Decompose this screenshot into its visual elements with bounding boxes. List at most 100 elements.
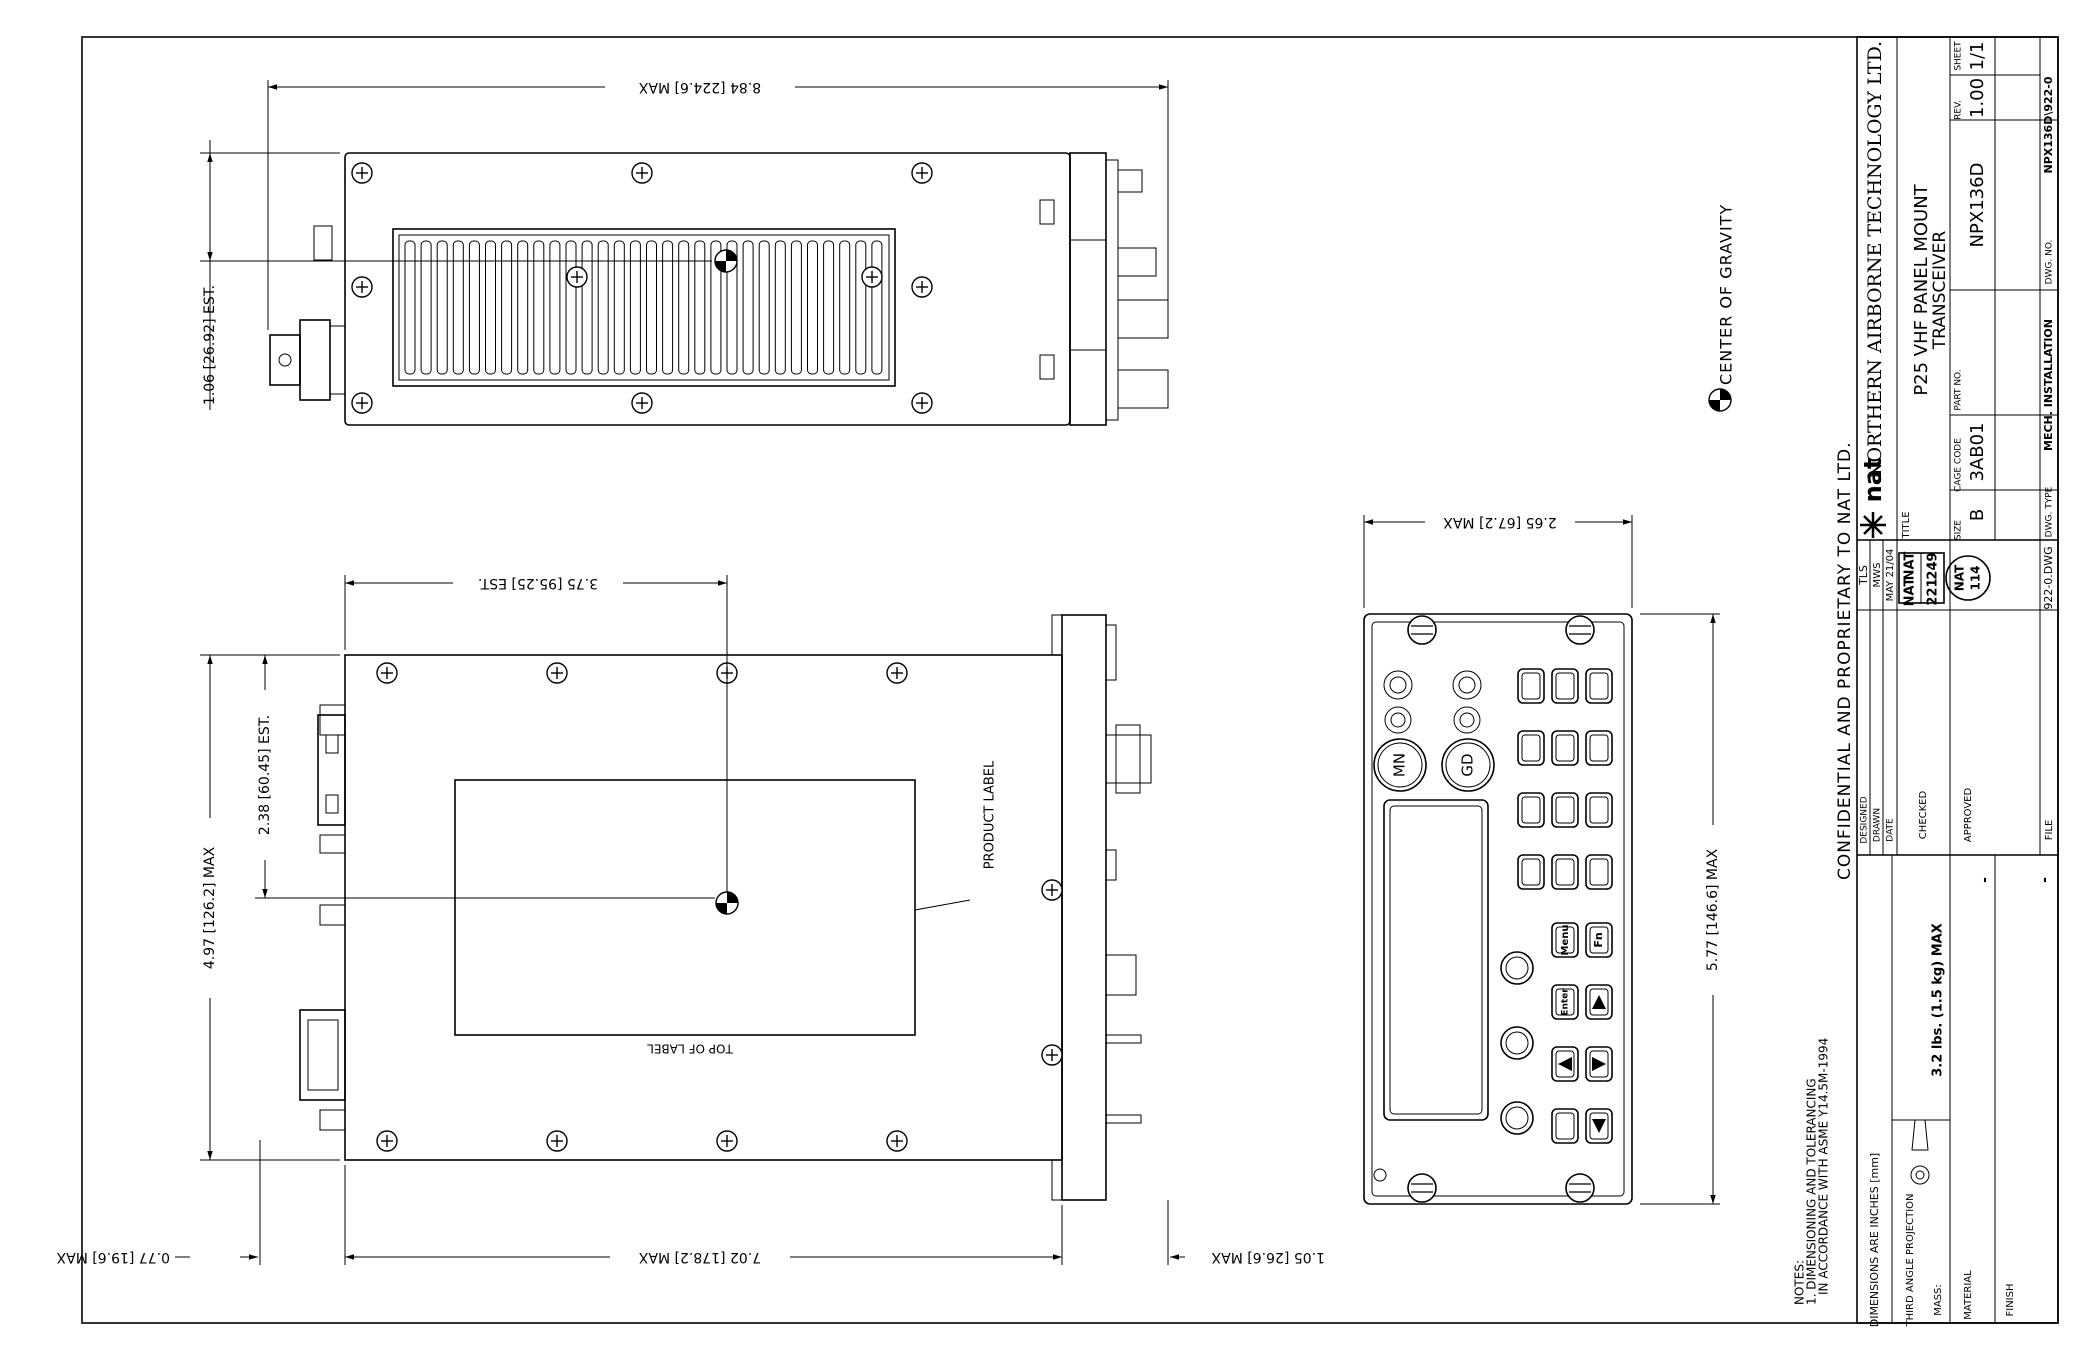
checked-stamp-1: NAT [1903, 577, 1918, 606]
material-value: - [1977, 877, 1993, 883]
dwg-type-value: MECH. INSTALLATION [2042, 319, 2055, 451]
title-line-2: TRANSCEIVER [1930, 231, 1950, 351]
dwg-no-value: NPX136D\922-0 [2042, 76, 2055, 173]
gd-knob[interactable] [1441, 738, 1495, 792]
fn-key[interactable]: Fn [1592, 932, 1605, 947]
designed-value: TLS [1857, 565, 1870, 586]
approved-label: APPROVED [1963, 787, 1974, 842]
arrow-down-icon[interactable] [1592, 1119, 1606, 1133]
gd-knob-label: GD [1459, 753, 1477, 776]
dim-side-cg-height: 2.38 [60.45] EST. [257, 715, 273, 835]
notes-title: NOTES: [1793, 1260, 1807, 1305]
heatsink-fin [517, 240, 529, 375]
front-view: MN GD Menu Fn Enter [1363, 511, 1724, 1205]
checked-label: CHECKED [1918, 791, 1929, 840]
file-value: 922-0.DWG [2042, 546, 2055, 609]
checked-stamp-4: 249 [1926, 552, 1941, 579]
dim-side-length: 7.02 [178.2] MAX [638, 1249, 761, 1265]
arrow-up-icon[interactable] [1592, 995, 1606, 1009]
heatsink-fin [790, 240, 802, 375]
heatsink-fin [549, 240, 561, 375]
heatsink-fin [468, 240, 480, 375]
heatsink-fin [420, 240, 432, 375]
drawn-value: MWS [1872, 563, 1883, 588]
menu-key[interactable]: Menu [1560, 925, 1571, 956]
heatsink-fin [436, 240, 448, 375]
side-view-body [344, 654, 1063, 1161]
size-value: B [1967, 509, 1988, 521]
product-label-text: PRODUCT LABEL [983, 760, 998, 869]
front-panel-outline [1363, 613, 1633, 1205]
enter-key[interactable]: Enter [1561, 988, 1571, 1016]
dwg-type-label: DWG. TYPE [2045, 486, 2055, 537]
size-label: SIZE [1954, 520, 1964, 541]
sheet-label: SHEET [1954, 41, 1964, 71]
cage-code-value: 3AB01 [1967, 422, 1988, 481]
heatsink-fin [823, 240, 835, 375]
round-button-2[interactable] [1500, 1026, 1534, 1060]
title-block: DIMENSIONS ARE INCHES [mm] THIRD ANGLE P… [1856, 36, 2059, 1328]
finish-label: FINISH [2005, 1284, 2016, 1317]
dwg-no-label: DWG. NO. [2045, 240, 2055, 285]
dim-rear-depth: 0.77 [19.6] MAX [56, 1249, 170, 1265]
heatsink-fin [710, 240, 722, 375]
dim-front-height: 5.77 [146.6] MAX [1705, 848, 1721, 971]
heatsink-fin [871, 240, 883, 375]
dim-front-depth: 1.05 [26.6] MAX [1211, 1249, 1325, 1265]
part-no-value: NPX136D [1967, 163, 1988, 248]
keypad[interactable] [1517, 668, 1613, 890]
heatsink-fin [533, 240, 545, 375]
dimensions-units: DIMENSIONS ARE INCHES [mm] [1868, 1153, 1881, 1327]
display-window [1383, 799, 1489, 1121]
finish-value: - [2037, 877, 2053, 883]
arrow-left-icon[interactable] [1558, 1057, 1572, 1071]
approved-stamp [1945, 555, 1991, 601]
heatsink-fin [404, 240, 416, 375]
title-line-1: P25 VHF PANEL MOUNT [1911, 183, 1932, 395]
product-label-area [454, 779, 916, 1036]
checked-stamp-3: 221 [1926, 578, 1941, 605]
heatsink-fin [855, 240, 867, 375]
confidential-notice: CONFIDENTIAL AND PROPRIETARY TO NAT LTD. [1835, 441, 1855, 880]
top-of-label-text: TOP OF LABEL [647, 1042, 734, 1056]
dim-side-height: 4.97 [126.2] MAX [202, 846, 218, 969]
title-label: TITLE [1901, 511, 1912, 539]
rev-value: 1.00 [1967, 78, 1988, 118]
arrow-right-icon[interactable] [1592, 1057, 1606, 1071]
heatsink-fin [758, 240, 770, 375]
heatsink-fin [485, 240, 496, 375]
notes-line-2: IN ACCORDANCE WITH ASME Y14.5M-1994 [1817, 1038, 1831, 1295]
heatsink-fin [646, 240, 657, 375]
side-view: TOP OF LABEL PRODUCT LABEL 3.75 [95.25] … [56, 572, 1325, 1268]
company-name: NORTHERN AIRBORNE TECHNOLOGY LTD. [1864, 41, 1886, 479]
mass-label: MASS: [1933, 1284, 1944, 1316]
cage-code-label: CAGE CODE [1954, 438, 1964, 492]
file-label: FILE [2044, 820, 2055, 841]
third-angle-projection-icon [1910, 1119, 1930, 1185]
heatsink-fin [452, 240, 464, 375]
checked-stamp-2: NAT [1903, 551, 1918, 580]
dim-cg-from-front: 3.75 [95.25] EST. [478, 575, 598, 591]
approved-stamp-2: 114 [1969, 565, 1983, 590]
notes-line-1: 1. DIMENSIONING AND TOLERANCING [1805, 1078, 1819, 1305]
sheet-value: 1/1 [1967, 42, 1988, 71]
heatsink-fin [742, 240, 754, 375]
heatsink-fin [629, 240, 641, 375]
round-button-1[interactable] [1500, 951, 1534, 985]
projection-label: THIRD ANGLE PROJECTION [1905, 1193, 1916, 1327]
heatsink-fin [726, 240, 738, 375]
mn-knob[interactable] [1373, 738, 1427, 792]
center-of-gravity-legend: CENTER OF GRAVITY [1717, 204, 1736, 385]
small-logo-icon [1373, 1168, 1387, 1182]
heatsink-fin [613, 240, 625, 375]
round-button-3[interactable] [1500, 1101, 1534, 1135]
date-label: DATE [1886, 818, 1896, 842]
heatsink-fin [662, 240, 674, 375]
rev-label: REV. [1954, 100, 1964, 120]
heatsink-fin [597, 240, 609, 375]
heatsink-fin [807, 240, 818, 375]
dim-top-width: 8.84 [224.6] MAX [638, 79, 761, 95]
material-label: MATERIAL [1963, 1270, 1974, 1320]
dim-front-width: 2.65 [67.2] MAX [1443, 514, 1557, 530]
